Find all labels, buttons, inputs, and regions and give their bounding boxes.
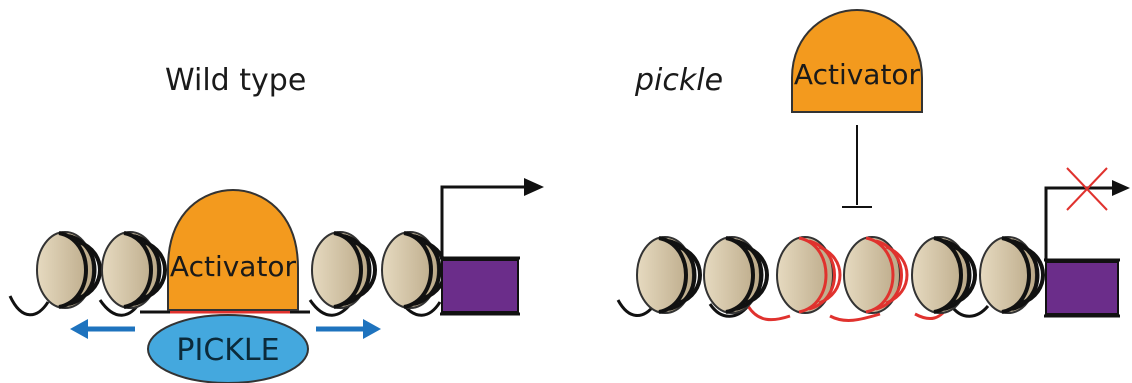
left-arrow-icon: [70, 319, 135, 339]
x-icon: [1066, 167, 1108, 211]
pickle-label: PICKLE: [176, 333, 279, 368]
pickle-mutant-panel: pickle Activator: [616, 8, 1130, 322]
transcription-arrow-icon: [440, 178, 544, 258]
nucleosome-red-wrap: [843, 236, 909, 314]
nucleosome: [979, 236, 1045, 314]
nucleosome: [311, 231, 377, 309]
activator-blob: [791, 8, 923, 113]
pickle-ellipse: [147, 314, 309, 383]
nucleosome: [703, 236, 769, 314]
activator-label: Activator: [170, 250, 297, 283]
red-dna-segment: [746, 303, 952, 322]
wild-type-panel: Wild type: [8, 63, 544, 383]
wild-type-title: Wild type: [165, 63, 306, 98]
gene-box: [1045, 261, 1119, 315]
nucleosome: [911, 236, 977, 314]
transcription-arrow-icon: [1044, 180, 1130, 260]
activator-blob: [167, 188, 299, 311]
nucleosome: [381, 231, 447, 309]
dna-strand: [8, 295, 442, 317]
mutant-title: pickle: [634, 63, 723, 98]
right-arrow-icon: [316, 319, 381, 339]
nucleosome: [101, 231, 167, 309]
nucleosome: [36, 231, 102, 309]
activator-label: Activator: [794, 58, 921, 91]
gene-box: [441, 259, 519, 313]
inhibition-t-bar-icon: [842, 125, 872, 208]
nucleosome: [636, 236, 702, 314]
nucleosome-red-wrap: [776, 236, 842, 314]
